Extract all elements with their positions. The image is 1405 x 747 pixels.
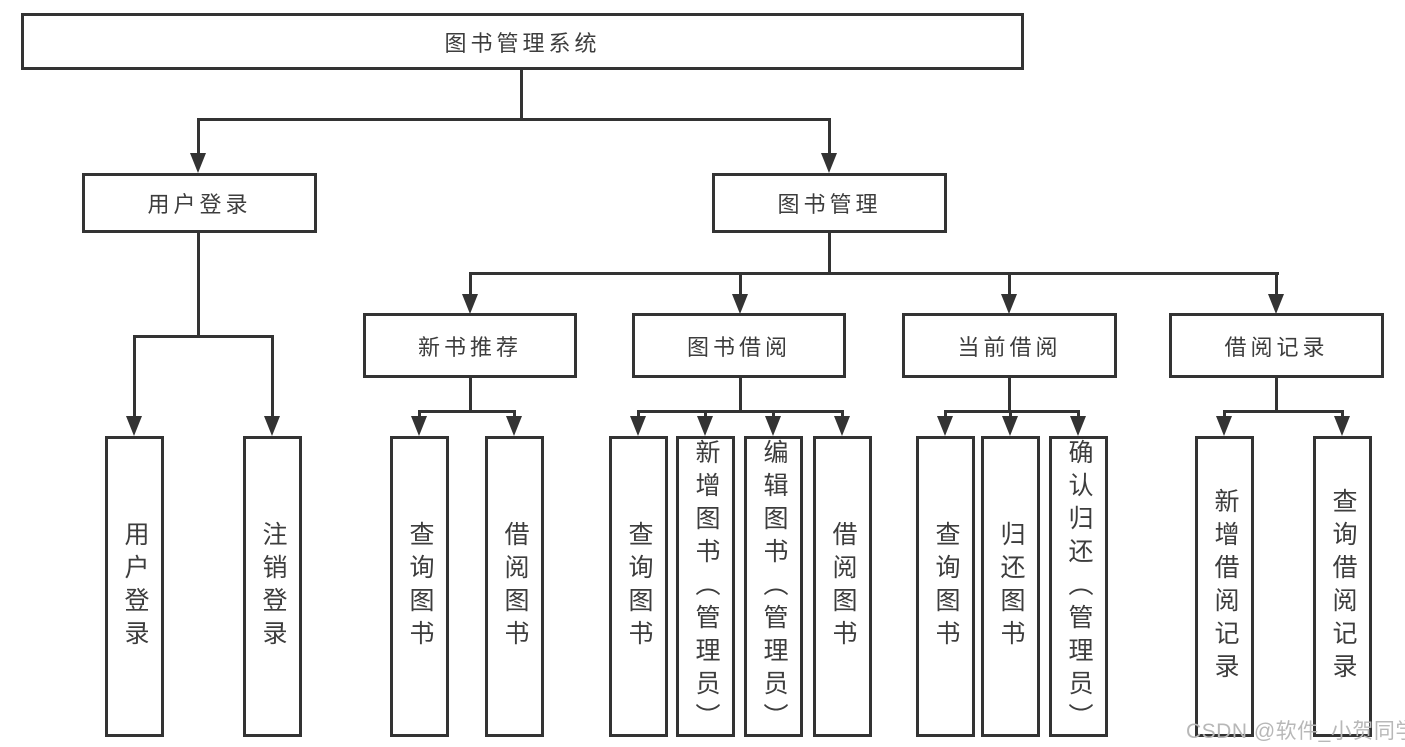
- connector-arrowhead: [732, 294, 748, 314]
- node-borrowing-records: 借阅记录: [1169, 313, 1384, 378]
- node-current-borrowing: 当前借阅: [902, 313, 1117, 378]
- connector-line: [520, 70, 523, 118]
- connector-arrowhead: [411, 416, 427, 436]
- connector-line: [133, 335, 274, 338]
- leaf-query-books: 查询图书: [390, 436, 449, 737]
- connector-line: [271, 335, 274, 419]
- connector-arrowhead: [765, 416, 781, 436]
- leaf-query-books-2: 查询图书: [609, 436, 668, 737]
- leaf-add-borrow-record: 新增借阅记录: [1195, 436, 1254, 737]
- connector-line: [828, 233, 831, 275]
- connector-line: [1009, 410, 1012, 420]
- leaf-edit-book-admin: 编辑图书（管理员）: [744, 436, 803, 737]
- connector-line: [418, 410, 516, 413]
- connector-arrowhead: [1216, 416, 1232, 436]
- connector-line: [1077, 410, 1080, 420]
- connector-line: [1275, 378, 1278, 413]
- connector-line: [739, 272, 742, 298]
- connector-line: [1008, 378, 1011, 413]
- connector-line: [739, 378, 742, 413]
- node-user-login: 用户登录: [82, 173, 317, 233]
- connector-line: [469, 272, 472, 298]
- leaf-return-books: 归还图书: [981, 436, 1040, 737]
- connector-line: [513, 410, 516, 420]
- connector-line: [704, 410, 707, 420]
- node-book-management: 图书管理: [712, 173, 947, 233]
- connector-line: [197, 118, 200, 156]
- connector-line: [469, 378, 472, 413]
- node-book-borrowing: 图书借阅: [632, 313, 846, 378]
- leaf-add-book-admin: 新增图书（管理员）: [676, 436, 735, 737]
- connector-arrowhead: [126, 416, 142, 436]
- connector-line: [1008, 272, 1011, 298]
- connector-arrowhead: [630, 416, 646, 436]
- leaf-logout: 注销登录: [243, 436, 302, 737]
- leaf-borrow-books: 借阅图书: [485, 436, 544, 737]
- connector-arrowhead: [1001, 294, 1017, 314]
- node-new-book-recommendation: 新书推荐: [363, 313, 577, 378]
- connector-arrowhead: [506, 416, 522, 436]
- connector-arrowhead: [821, 153, 837, 173]
- node-library-management-system: 图书管理系统: [21, 13, 1024, 70]
- connector-arrowhead: [462, 294, 478, 314]
- connector-line: [469, 272, 1279, 275]
- connector-line: [197, 233, 200, 338]
- connector-line: [637, 410, 844, 413]
- connector-line: [944, 410, 947, 420]
- connector-line: [1341, 410, 1344, 420]
- connector-line: [1275, 272, 1278, 298]
- connector-line: [197, 118, 831, 121]
- connector-line: [841, 410, 844, 420]
- leaf-query-books-3: 查询图书: [916, 436, 975, 737]
- leaf-confirm-return-admin: 确认归还（管理员）: [1049, 436, 1108, 737]
- connector-arrowhead: [190, 153, 206, 173]
- leaf-query-borrow-record: 查询借阅记录: [1313, 436, 1372, 737]
- leaf-user-login: 用户登录: [105, 436, 164, 737]
- connector-arrowhead: [834, 416, 850, 436]
- connector-line: [1223, 410, 1226, 420]
- connector-line: [1223, 410, 1344, 413]
- connector-line: [772, 410, 775, 420]
- connector-line: [418, 410, 421, 420]
- connector-line: [133, 335, 136, 419]
- connector-arrowhead: [1002, 416, 1018, 436]
- connector-line: [944, 410, 1080, 413]
- connector-line: [637, 410, 640, 420]
- connector-arrowhead: [697, 416, 713, 436]
- connector-line: [828, 118, 831, 156]
- connector-arrowhead: [264, 416, 280, 436]
- leaf-borrow-books-2: 借阅图书: [813, 436, 872, 737]
- connector-arrowhead: [1070, 416, 1086, 436]
- connector-arrowhead: [1334, 416, 1350, 436]
- connector-arrowhead: [937, 416, 953, 436]
- csdn-watermark: CSDN @软件_小贺同学: [1186, 720, 1405, 743]
- connector-arrowhead: [1268, 294, 1284, 314]
